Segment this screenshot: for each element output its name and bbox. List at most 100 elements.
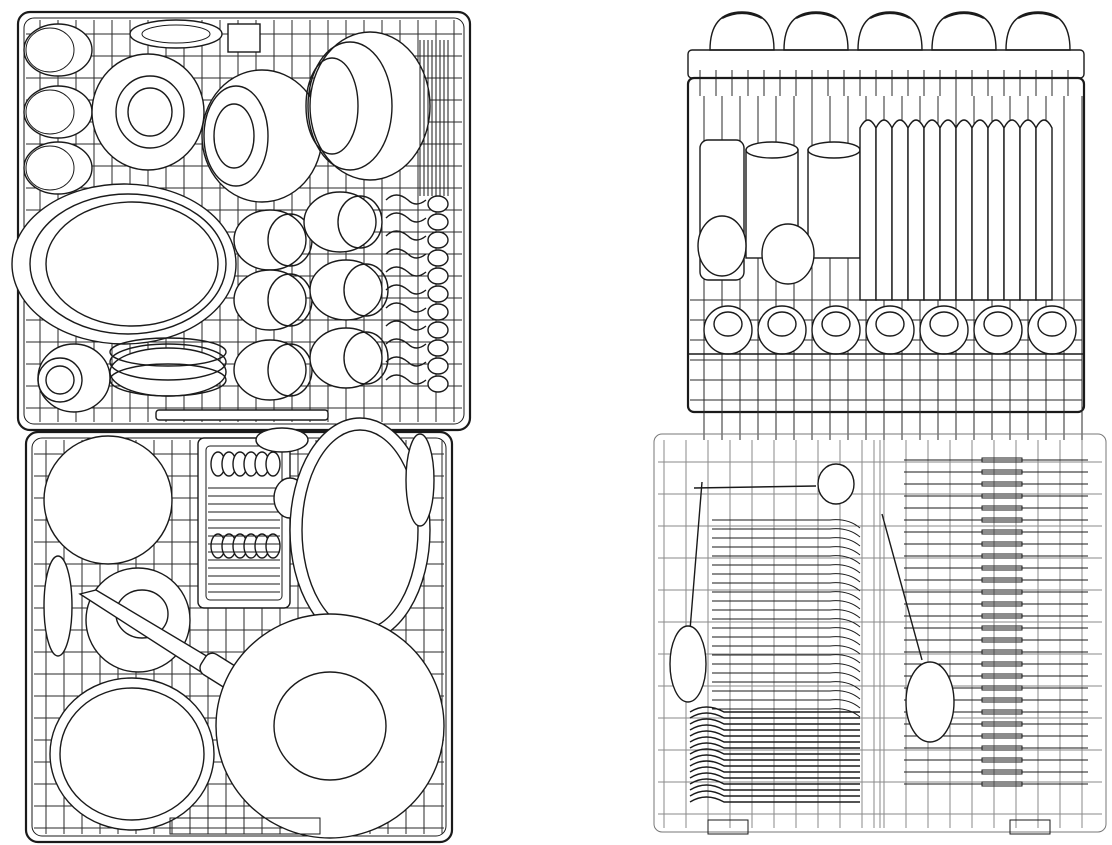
utensil: [385, 302, 427, 313]
knife-handle: [981, 469, 1023, 475]
plate: [1035, 119, 1053, 301]
utensil-handle: [427, 213, 449, 231]
teaspoon: [689, 724, 860, 731]
fork: [712, 636, 861, 646]
teaspoon: [689, 712, 860, 719]
fork: [712, 564, 861, 574]
utensil-handle: [427, 303, 449, 321]
upper-basket-inner-frame: [23, 17, 465, 425]
fork: [712, 645, 861, 655]
fork: [712, 627, 861, 637]
utensil-handle: [427, 321, 449, 339]
plate: [955, 119, 973, 301]
bowl-inner: [983, 311, 1013, 337]
cup-rim: [943, 11, 985, 19]
cup-holder: [227, 23, 261, 53]
utensil-handle: [427, 249, 449, 267]
cup-rack-tines: [699, 70, 1069, 96]
glass: [309, 259, 383, 321]
stacked-bowls: [305, 31, 431, 181]
knife-handle: [981, 709, 1023, 715]
glass: [233, 209, 307, 271]
fork: [712, 699, 861, 709]
bowl-inner: [875, 311, 905, 337]
knife-handle: [981, 721, 1023, 727]
plate: [923, 119, 941, 301]
utensil-handle: [427, 357, 449, 375]
fork: [712, 591, 861, 601]
knife-handle: [981, 745, 1023, 751]
knife-handle: [981, 685, 1023, 691]
serving-spoon-right: [881, 513, 955, 743]
mug: [37, 343, 111, 413]
utensil: [385, 374, 427, 385]
plate: [939, 119, 957, 301]
cup: [23, 23, 93, 77]
upper-basket-handle: [155, 409, 329, 421]
cup-rim: [721, 11, 763, 19]
ladle-head: [255, 427, 309, 453]
bowl-inner: [767, 311, 797, 337]
bottom-bowls-row: [688, 305, 1084, 355]
knife-handle: [981, 601, 1023, 607]
glass-rim: [343, 331, 389, 385]
utensil-handle: [427, 231, 449, 249]
teaspoon: [689, 706, 860, 713]
spoon-head: [265, 451, 281, 477]
cup: [23, 85, 93, 139]
upper-glasses-grid: [233, 191, 389, 401]
fork: [712, 519, 861, 529]
glass-rim: [745, 141, 799, 159]
mug: [697, 215, 747, 277]
glass: [303, 191, 377, 253]
knife-handle: [981, 673, 1023, 679]
lower-basket-frame: [24, 430, 454, 844]
cup: [931, 11, 997, 51]
knife-handle: [981, 481, 1023, 487]
fork: [712, 654, 861, 664]
dinner-plate: [215, 613, 445, 839]
plate: [875, 119, 893, 301]
plate: [1003, 119, 1021, 301]
knife-handle: [981, 757, 1023, 763]
teaspoon: [689, 736, 860, 743]
cup: [1005, 11, 1071, 51]
knife-handle: [981, 553, 1023, 559]
utensil: [385, 266, 427, 277]
saucer: [129, 19, 223, 49]
glass: [807, 149, 861, 259]
top-rail: [687, 49, 1085, 79]
pot: [49, 677, 215, 831]
mug: [761, 223, 815, 285]
utensil-handle: [427, 267, 449, 285]
plate: [891, 119, 909, 301]
utensil: [385, 320, 427, 331]
glass: [309, 327, 383, 389]
bowl: [703, 305, 753, 355]
glass-rim: [343, 263, 389, 317]
bowl: [973, 305, 1023, 355]
side-tilted-plate: [405, 433, 435, 527]
teaspoon: [689, 766, 860, 773]
bowl-inner: [1037, 311, 1067, 337]
glass-rim: [807, 141, 861, 159]
plate: [859, 119, 877, 301]
bowl: [1027, 305, 1077, 355]
plate: [907, 119, 925, 301]
knife-handle: [981, 625, 1023, 631]
fork: [712, 546, 861, 556]
cup: [709, 11, 775, 51]
fork: [712, 573, 861, 583]
plate: [987, 119, 1005, 301]
fork: [712, 609, 861, 619]
rear-plates: [859, 119, 1053, 301]
bowl-inner: [713, 311, 743, 337]
knife-handle: [981, 529, 1023, 535]
knife-handle: [981, 697, 1023, 703]
upper-basket-frame: [16, 10, 472, 432]
plate: [971, 119, 989, 301]
fork: [712, 582, 861, 592]
knife-handle: [981, 493, 1023, 499]
bowl-inner: [929, 311, 959, 337]
